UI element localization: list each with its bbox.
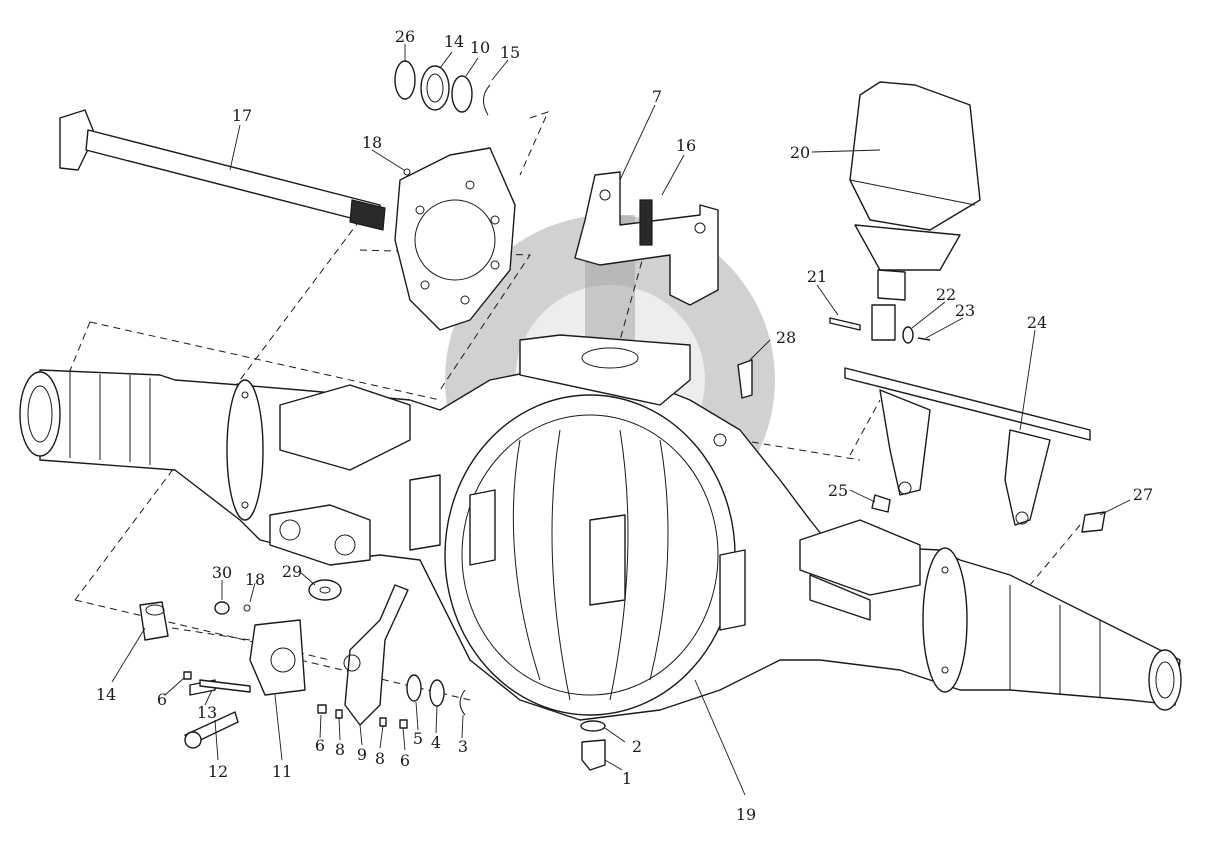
callout-18-top: 18 xyxy=(362,133,382,152)
support-bracket xyxy=(844,367,1091,526)
callout-26: 26 xyxy=(395,27,415,46)
callout-3: 3 xyxy=(458,737,468,756)
drain-plug xyxy=(580,720,606,771)
callout-8-right: 8 xyxy=(375,749,385,768)
callout-17: 17 xyxy=(232,106,252,125)
callout-12: 12 xyxy=(208,762,228,781)
callout-16: 16 xyxy=(676,136,696,155)
callout-14-top: 14 xyxy=(444,32,464,51)
callout-6-left: 6 xyxy=(157,690,167,709)
slack-adjuster-group xyxy=(139,579,466,749)
callout-8-left: 8 xyxy=(335,740,345,759)
leader-lines xyxy=(111,44,1131,796)
callouts: 26 14 10 15 17 18 7 16 20 21 22 23 24 28… xyxy=(96,27,1153,824)
callout-22: 22 xyxy=(936,285,956,304)
callout-24: 24 xyxy=(1027,313,1047,332)
callout-13: 13 xyxy=(197,703,217,722)
callout-7: 7 xyxy=(652,87,662,106)
hardware xyxy=(403,168,1106,533)
callout-21: 21 xyxy=(807,267,827,286)
callout-20: 20 xyxy=(790,143,810,162)
callout-14-bottom: 14 xyxy=(96,685,116,704)
callout-10: 10 xyxy=(470,38,490,57)
brake-chamber xyxy=(849,81,981,341)
callout-25: 25 xyxy=(828,481,848,500)
callout-2: 2 xyxy=(632,737,642,756)
bearing-set-top xyxy=(394,60,491,116)
callout-9: 9 xyxy=(357,745,367,764)
callout-6-right: 6 xyxy=(400,751,410,770)
callout-1: 1 xyxy=(622,769,632,788)
callout-18-bottom: 18 xyxy=(245,570,265,589)
callout-27: 27 xyxy=(1133,485,1153,504)
callout-28: 28 xyxy=(776,328,796,347)
brake-backing-plate xyxy=(394,147,516,331)
axle-housing xyxy=(19,334,1182,721)
callout-11: 11 xyxy=(272,762,292,781)
callout-19: 19 xyxy=(736,805,756,824)
callout-30: 30 xyxy=(212,563,232,582)
callout-6-middle: 6 xyxy=(315,736,325,755)
mounting-bracket xyxy=(574,171,719,306)
callout-5: 5 xyxy=(413,729,423,748)
callout-29: 29 xyxy=(282,562,302,581)
half-shaft xyxy=(59,109,386,231)
callout-15: 15 xyxy=(500,43,520,62)
callout-4: 4 xyxy=(431,733,441,752)
callout-23: 23 xyxy=(955,301,975,320)
